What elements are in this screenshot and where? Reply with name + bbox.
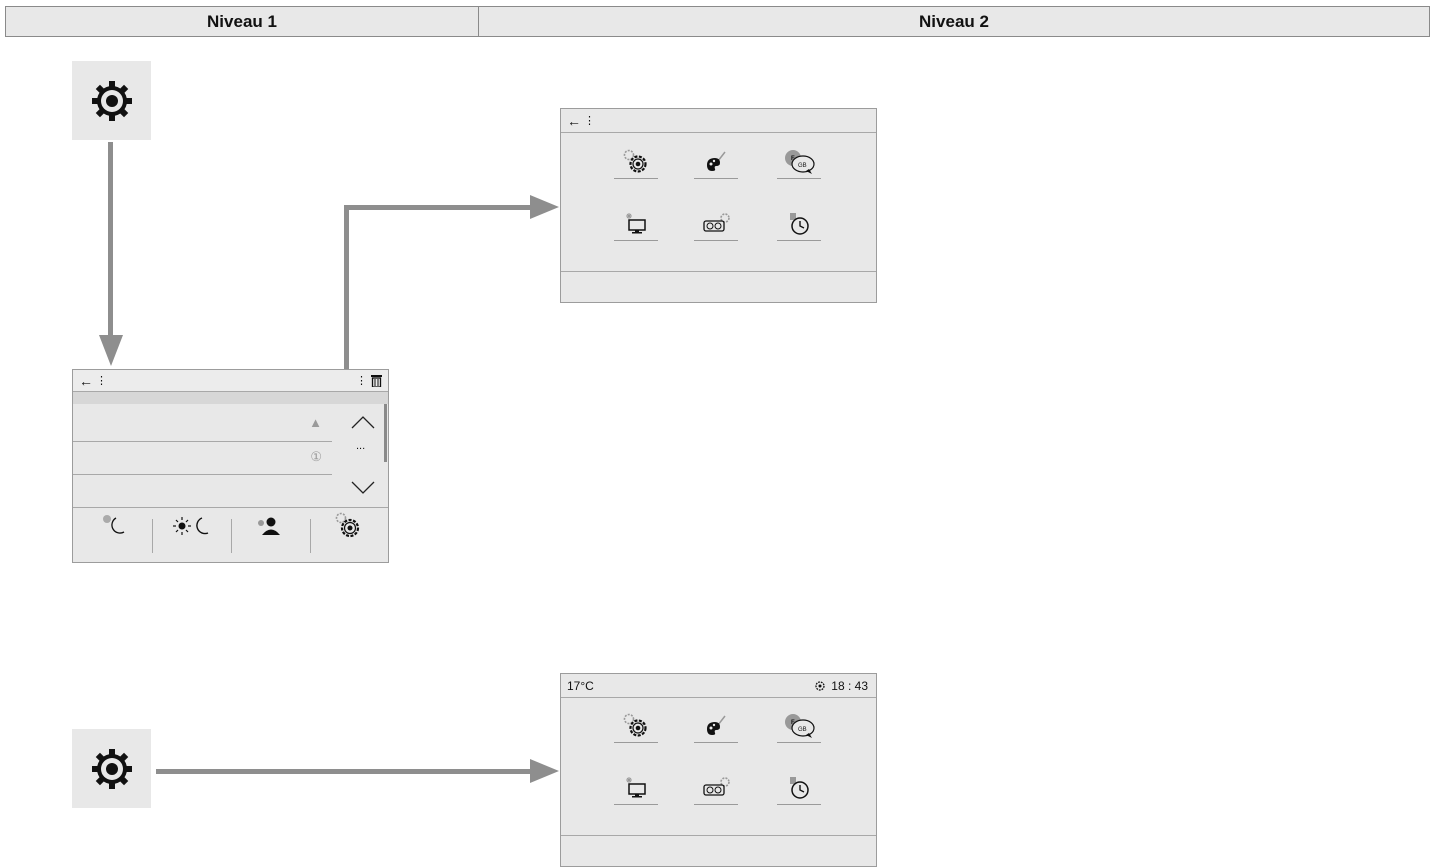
back-arrow-icon[interactable]: ← — [79, 372, 93, 389]
dots-icon[interactable]: ⋮ — [584, 115, 595, 127]
screen-topbar: ← ⋮ — [561, 109, 876, 133]
units-tile[interactable] — [694, 772, 738, 805]
day-night-icon[interactable] — [173, 515, 209, 537]
clock-time: 18 : 43 — [831, 678, 868, 693]
connector-horizontal-bottom — [156, 769, 534, 774]
list-item[interactable] — [73, 475, 332, 505]
niveau2-screen-bottom: 17°C 18 : 43 F GB — [560, 673, 877, 867]
language-tile[interactable]: F GB — [777, 710, 821, 743]
clock-tile[interactable] — [777, 208, 821, 241]
back-arrow-icon[interactable]: ← — [567, 112, 581, 129]
units-icon — [703, 777, 730, 796]
units-tile[interactable] — [694, 208, 738, 241]
connector-horizontal-top — [344, 205, 532, 210]
clock-icon — [790, 213, 809, 235]
bottom-bar — [73, 507, 388, 562]
display-tile[interactable] — [614, 208, 658, 241]
list-item[interactable]: ① — [73, 442, 332, 475]
screen-topbar: ← ⋮ ⋮ — [73, 370, 388, 392]
scroll-down-icon[interactable] — [351, 480, 375, 496]
scroll-ellipsis: ... — [356, 440, 366, 452]
list-header-band — [73, 392, 388, 404]
warning-triangle-icon: ▲ — [309, 415, 322, 430]
connector-up-from-settings — [344, 205, 349, 517]
display-icon — [626, 213, 646, 234]
dots-icon[interactable]: ⋮ — [356, 375, 367, 387]
divider — [152, 519, 153, 553]
language-badge-top: F — [791, 720, 795, 726]
language-icon: F GB — [785, 150, 815, 174]
screen-footer — [561, 271, 876, 302]
clock-tile[interactable] — [777, 772, 821, 805]
screen-footer — [561, 835, 876, 866]
arrow-down-icon — [99, 335, 123, 366]
screen-topbar: 17°C 18 : 43 — [561, 674, 876, 698]
palette-icon — [707, 151, 726, 171]
language-tile[interactable]: F GB — [777, 146, 821, 179]
scrollbar[interactable] — [384, 404, 387, 462]
scroll-up-icon[interactable] — [351, 414, 375, 430]
settings-tile[interactable] — [614, 146, 658, 179]
clock-icon — [790, 777, 809, 799]
language-badge-bottom: GB — [798, 727, 807, 733]
niveau1-screen: ← ⋮ ⋮ ▲ ① ... — [72, 369, 389, 563]
settings-icon[interactable] — [335, 512, 361, 540]
palette-tile[interactable] — [694, 710, 738, 743]
profile-icon[interactable] — [257, 516, 281, 536]
settings-tile-top[interactable] — [72, 61, 151, 140]
settings-tile-bottom[interactable] — [72, 729, 151, 808]
units-icon — [703, 213, 730, 232]
dots-icon[interactable]: ⋮ — [96, 375, 107, 387]
temperature: 17°C — [567, 678, 594, 693]
divider — [310, 519, 311, 553]
niveau2-screen-top: ← ⋮ F GB — [560, 108, 877, 303]
display-tile[interactable] — [614, 772, 658, 805]
display-icon — [626, 777, 646, 798]
trash-icon[interactable] — [371, 374, 382, 387]
divider — [231, 519, 232, 553]
settings-small-icon — [815, 680, 825, 691]
moon-settings-icon[interactable] — [101, 514, 127, 538]
header-niveau-2: Niveau 2 — [478, 6, 1430, 37]
palette-icon — [707, 715, 726, 735]
language-badge-bottom: GB — [798, 163, 807, 169]
palette-tile[interactable] — [694, 146, 738, 179]
arrow-right-icon — [530, 195, 559, 219]
gear-icon — [91, 748, 132, 789]
gear-icon — [91, 80, 132, 121]
language-icon: F GB — [785, 714, 815, 738]
list-item[interactable]: ▲ — [73, 404, 332, 442]
connector-vertical — [108, 142, 113, 337]
settings-icon — [623, 149, 647, 173]
arrow-right-icon — [530, 759, 559, 783]
header-niveau-1: Niveau 1 — [5, 6, 479, 37]
info-circle-icon: ① — [310, 449, 322, 464]
language-badge-top: F — [791, 156, 795, 162]
settings-icon — [623, 713, 647, 737]
settings-tile[interactable] — [614, 710, 658, 743]
